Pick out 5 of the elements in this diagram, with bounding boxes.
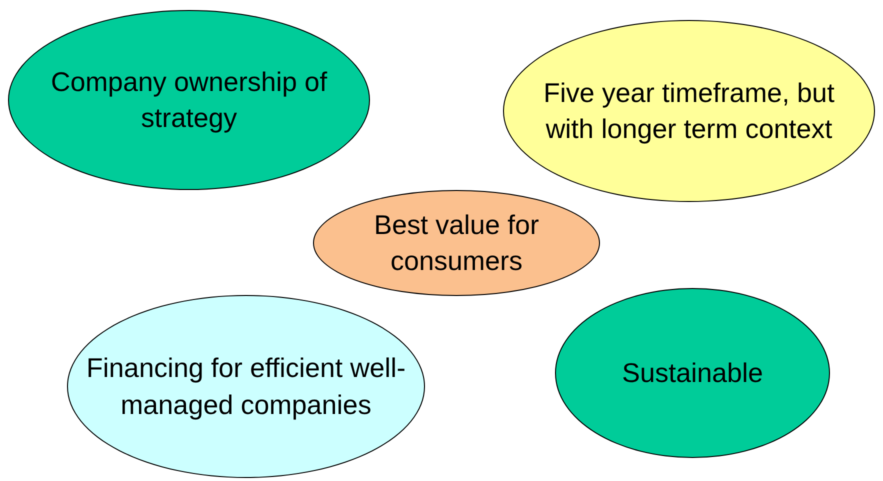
- node-text: Financing for efficient well-managed companies: [86, 352, 406, 422]
- node-text: Sustainable: [622, 356, 764, 390]
- node-text: Five year timeframe, but with longer term context: [542, 76, 836, 146]
- node-text: Company ownership of strategy: [50, 66, 328, 135]
- node-text: Best value for consumers: [372, 208, 540, 278]
